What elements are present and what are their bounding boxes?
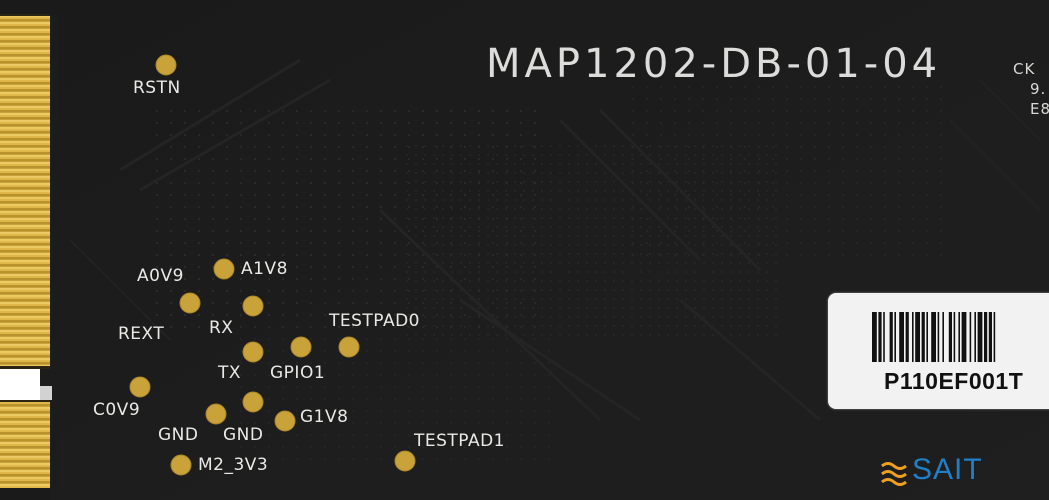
label-tx: TX (218, 363, 242, 383)
barcode-bar (878, 312, 882, 362)
test-pad-gnd-2 (242, 391, 264, 413)
trace-texture (69, 58, 1041, 460)
barcode-bar (872, 312, 877, 362)
test-pads (129, 54, 416, 476)
edge-text-line-2: 9. (1030, 80, 1047, 98)
barcode-bar (984, 312, 988, 362)
label-c0v9: C0V9 (93, 400, 141, 420)
sait-logo-icon (881, 462, 907, 486)
test-pad-testpad0 (338, 336, 360, 358)
test-pad-tx (242, 341, 264, 363)
sait-logo-text: SAIT (912, 453, 983, 486)
edge-text-line-3: E8 (1030, 100, 1049, 118)
test-pad-a1v8 (213, 258, 235, 280)
barcode-bar (942, 312, 944, 362)
test-pad-gnd-1 (205, 403, 227, 425)
label-testpad0: TESTPAD0 (329, 311, 421, 331)
barcode-bar (915, 312, 920, 362)
test-pad-m2-3v3 (170, 454, 192, 476)
barcode-bar (974, 312, 976, 362)
label-rstn: RSTN (133, 78, 181, 98)
barcode-bar (912, 312, 914, 362)
edge-connector (0, 0, 58, 500)
label-a1v8: A1V8 (241, 259, 288, 279)
test-pad-rx (242, 295, 264, 317)
label-rext: REXT (118, 324, 165, 344)
barcode-bar (931, 312, 936, 362)
barcode-bar (899, 312, 904, 362)
barcode-bar (889, 312, 893, 362)
barcode-bar (953, 312, 956, 362)
barcode (872, 312, 996, 362)
label-a0v9: A0V9 (137, 266, 184, 286)
barcode-bar (921, 312, 925, 362)
barcode-bar (937, 312, 940, 362)
test-pad-g1v8 (274, 410, 296, 432)
label-gpio1: GPIO1 (270, 363, 326, 383)
barcode-bar (948, 312, 952, 362)
test-pad-testpad1 (394, 450, 416, 472)
label-gnd-1: GND (158, 425, 199, 445)
edge-text-line-1: CK (1013, 60, 1036, 78)
barcode-bar (977, 312, 983, 362)
barcode-bar (926, 312, 928, 362)
serial-number: P110EF001T (884, 368, 1024, 394)
test-pad-c0v9 (129, 376, 151, 398)
label-gnd-2: GND (223, 425, 264, 445)
barcode-bar (961, 312, 967, 362)
barcode-bar (988, 312, 992, 362)
barcode-bar (894, 312, 896, 362)
barcode-bar (993, 312, 996, 362)
label-rx: RX (209, 318, 234, 338)
barcode-bar (958, 312, 960, 362)
barcode-bar (905, 312, 909, 362)
test-pad-rstn (155, 54, 177, 76)
barcode-bar (969, 312, 972, 362)
barcode-bar (883, 312, 885, 362)
test-pad-a0v9 (179, 292, 201, 314)
board-part-number: MAP1202-DB-01-04 (486, 41, 942, 87)
label-g1v8: G1V8 (300, 407, 349, 427)
label-testpad1: TESTPAD1 (414, 431, 506, 451)
label-m2-3v3: M2_3V3 (198, 455, 269, 475)
test-pad-gpio1 (290, 336, 312, 358)
